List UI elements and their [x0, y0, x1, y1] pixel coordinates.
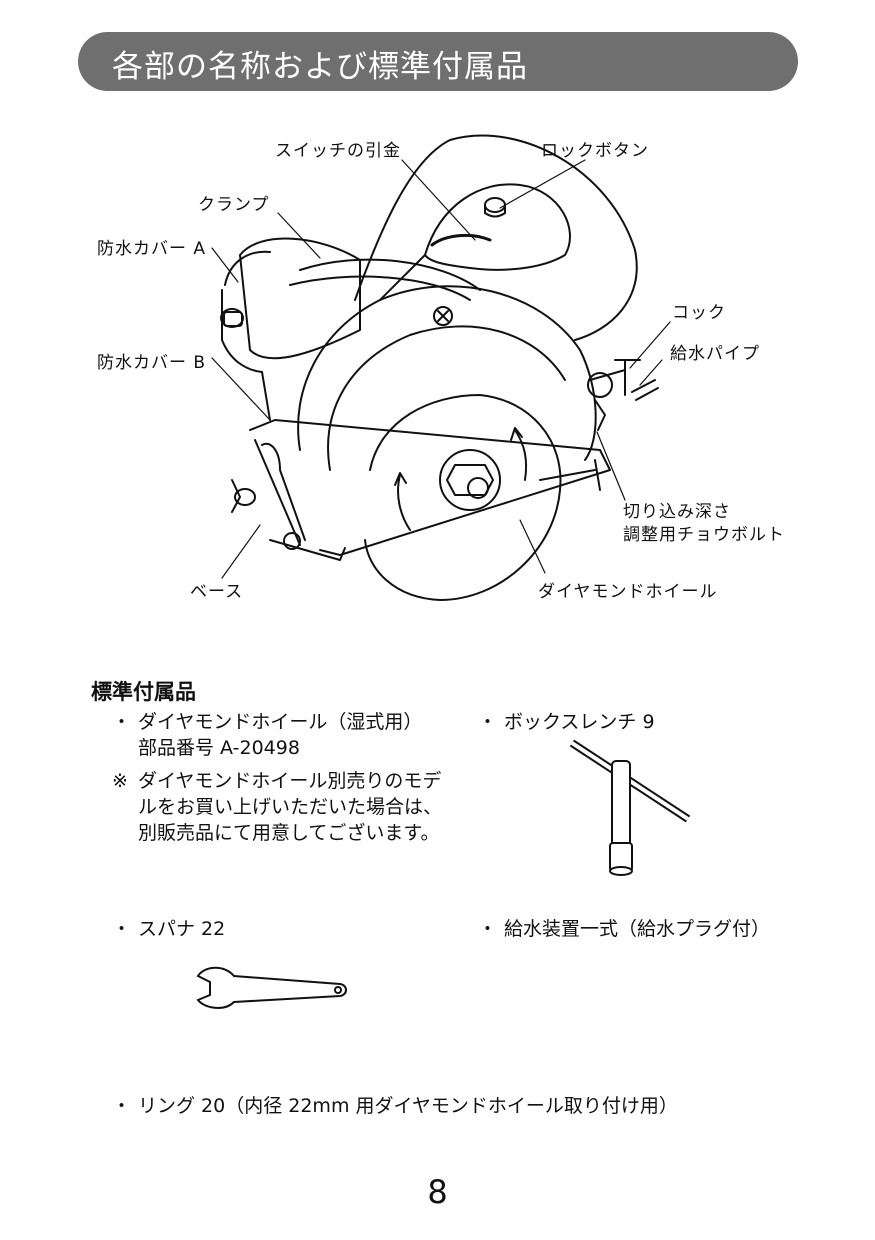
label-trigger: スイッチの引金 [275, 141, 401, 161]
label-cock: コック [672, 303, 726, 323]
accessories-title: 標準付属品 [91, 680, 196, 704]
bullet: ・ [112, 918, 132, 940]
label-lock-button: ロックボタン [541, 141, 649, 161]
part-number: 部品番号 A-20498 [138, 737, 300, 759]
accessory-label: ボックスレンチ 9 [504, 711, 655, 733]
accessory-spanner: ・スパナ 22 [112, 914, 225, 941]
note-text: ダイヤモンドホイール別売りのモデルをお買い上げいただいた場合は、別販売品にて用意… [138, 770, 443, 844]
page-number: 8 [427, 1173, 448, 1211]
bullet: ・ [112, 1095, 132, 1117]
box-wrench-icon [569, 739, 691, 876]
accessory-label: 給水装置一式（給水プラグ付） [504, 918, 771, 940]
label-water-pipe: 給水パイプ [670, 344, 760, 364]
accessory-label: ダイヤモンドホイール（湿式用） [138, 711, 423, 733]
label-cover-b: 防水カバー B [97, 353, 207, 373]
spanner-icon [196, 966, 347, 1009]
label-depth-bolt-line2: 調整用チョウボルト [623, 525, 785, 545]
accessory-water-supply: ・給水装置一式（給水プラグ付） [478, 914, 770, 941]
accessory-box-wrench: ・ボックスレンチ 9 [478, 707, 655, 734]
bullet: ・ [478, 711, 498, 733]
label-clamp: クランプ [198, 195, 270, 215]
label-base: ベース [190, 582, 244, 602]
page-header: 各部の名称および標準付属品 [78, 32, 798, 91]
page-title: 各部の名称および標準付属品 [112, 49, 528, 85]
bullet: ・ [112, 711, 132, 733]
accessory-note: ※ ダイヤモンドホイール別売りのモデルをお買い上げいただいた場合は、別販売品にて… [112, 768, 457, 846]
accessory-label: リング 20（内径 22mm 用ダイヤモンドホイール取り付け用） [138, 1095, 678, 1117]
bullet: ・ [478, 918, 498, 940]
note-mark: ※ [112, 770, 128, 792]
label-cover-a: 防水カバー A [97, 239, 207, 259]
accessory-ring: ・リング 20（内径 22mm 用ダイヤモンドホイール取り付け用） [112, 1091, 678, 1118]
label-depth-bolt-line1: 切り込み深さ [623, 502, 731, 522]
accessory-diamond-wheel: ・ダイヤモンドホイール（湿式用） [112, 707, 422, 734]
cutter-diagram [211, 134, 671, 601]
label-wheel: ダイヤモンドホイール [538, 582, 718, 602]
accessory-label: スパナ 22 [138, 918, 226, 940]
